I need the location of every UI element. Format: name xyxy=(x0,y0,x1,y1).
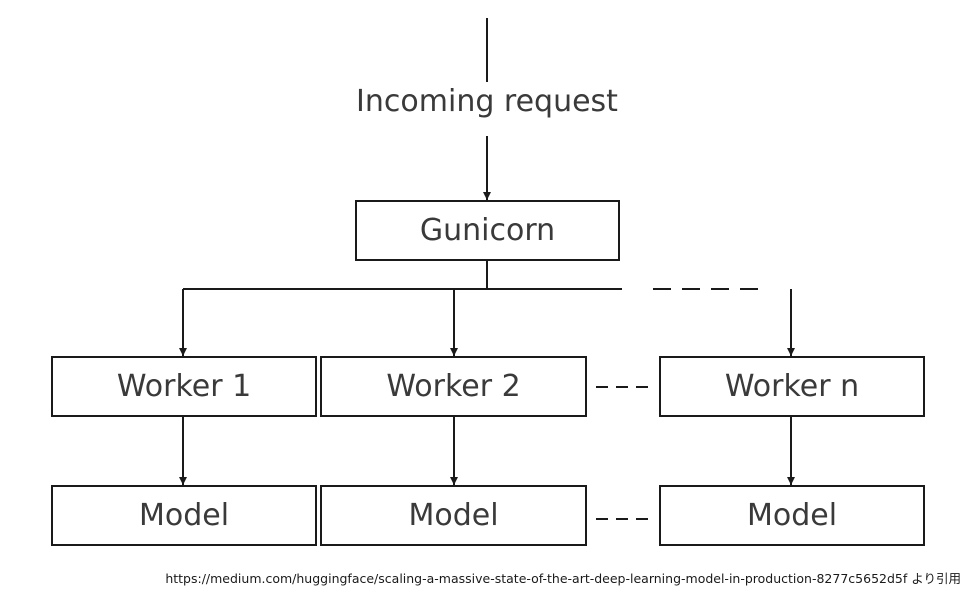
model-n-box: Model xyxy=(659,485,925,546)
gunicorn-box: Gunicorn xyxy=(355,200,620,261)
worker-1-box: Worker 1 xyxy=(51,356,317,417)
source-citation: https://medium.com/huggingface/scaling-a… xyxy=(165,571,961,586)
worker-n-box: Worker n xyxy=(659,356,925,417)
incoming-request-label: Incoming request xyxy=(356,84,618,119)
worker-2-box: Worker 2 xyxy=(320,356,587,417)
model-2-box: Model xyxy=(320,485,587,546)
model-1-box: Model xyxy=(51,485,317,546)
